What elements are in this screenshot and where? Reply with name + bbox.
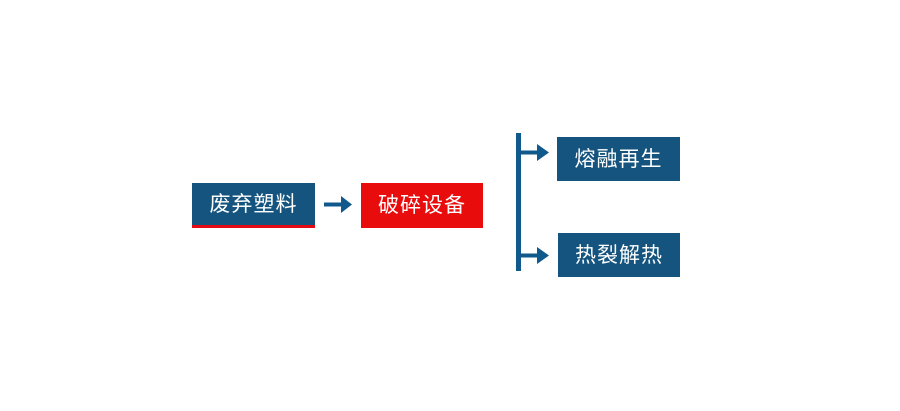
node-melt-regeneration[interactable]: 熔融再生 [557, 137, 680, 181]
branch-split-connector-icon [516, 133, 549, 271]
node-crusher[interactable]: 破碎设备 [361, 183, 483, 228]
arrow-waste-to-crusher-icon [324, 196, 352, 213]
node-melt-regeneration-label: 熔融再生 [574, 146, 663, 171]
node-crusher-label: 破碎设备 [378, 193, 466, 217]
node-pyrolysis[interactable]: 热裂解热 [558, 233, 680, 277]
node-waste-plastic[interactable]: 废弃塑料 [192, 183, 315, 228]
node-pyrolysis-label: 热裂解热 [575, 242, 663, 267]
node-waste-plastic-label: 废弃塑料 [209, 191, 298, 216]
